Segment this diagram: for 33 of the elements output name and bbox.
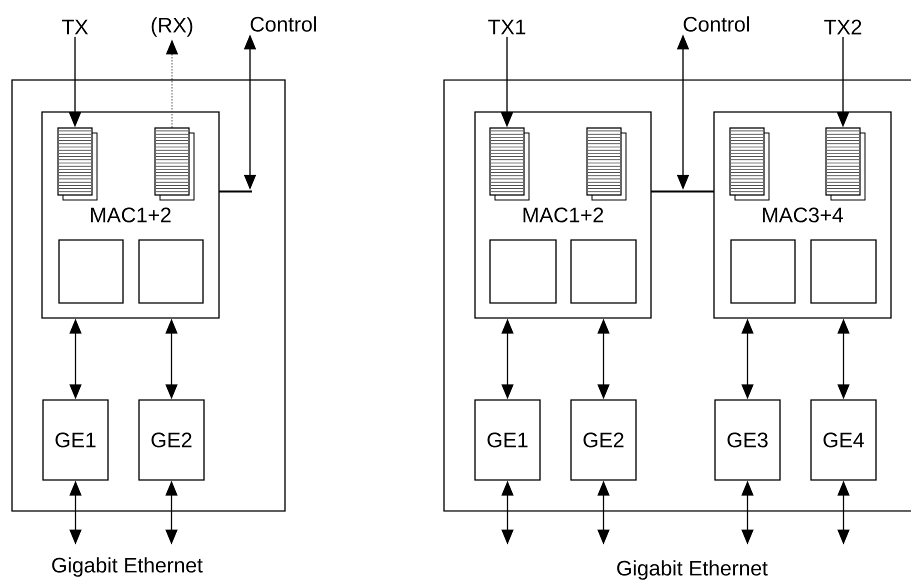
block-box (730, 239, 796, 304)
signal-label: TX1 (488, 20, 526, 34)
signal-label: TX (62, 20, 88, 34)
ge-box: GE4 (810, 399, 877, 481)
signal-label: Control (684, 16, 749, 32)
mac-box: MAC1+2 (41, 111, 220, 319)
board-box (443, 79, 911, 512)
ge-box: GE2 (138, 399, 205, 481)
ge-box: GE3 (714, 399, 781, 481)
ge-box: GE1 (42, 399, 109, 481)
port-label: Gigabit Ethernet (617, 560, 768, 580)
buffer-stack (154, 127, 194, 200)
buffer-stack (825, 127, 866, 200)
signal-label: Control (250, 16, 316, 32)
ge-box: GE2 (570, 399, 637, 481)
block-box (489, 239, 557, 304)
mac-box: MAC3+4 (713, 111, 892, 319)
signal-label: TX2 (824, 20, 862, 34)
buffer-stack (489, 127, 530, 200)
buffer-stack (586, 127, 626, 200)
buffer-stack (729, 127, 770, 200)
bus-line (219, 190, 252, 192)
ge-box: GE1 (474, 399, 541, 481)
signal-label: (RX) (152, 17, 192, 37)
block-box (810, 239, 877, 304)
mac-box: MAC1+2 (474, 111, 652, 319)
block-box (570, 239, 637, 304)
port-label: Gigabit Ethernet (52, 557, 203, 577)
bus-line (651, 190, 714, 192)
block-box (58, 239, 124, 304)
board-box (11, 79, 286, 512)
block-box (138, 239, 204, 304)
buffer-stack (57, 127, 98, 200)
